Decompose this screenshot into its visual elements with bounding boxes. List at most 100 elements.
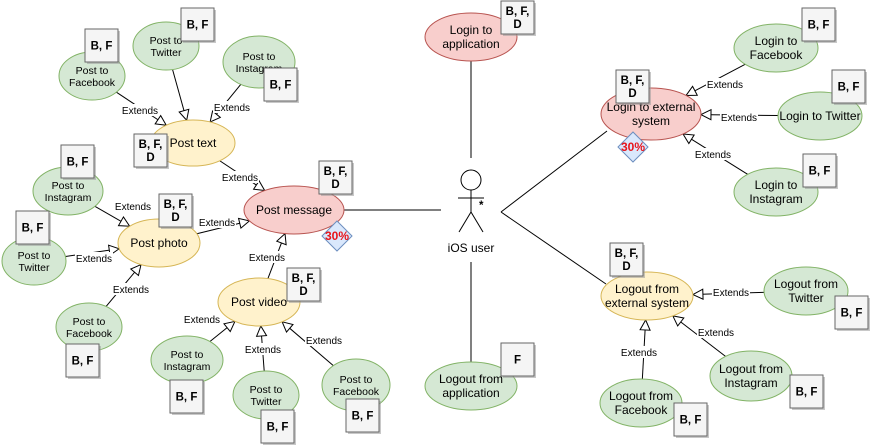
extends-label-bg [620, 346, 658, 358]
platform-tag-box [318, 160, 353, 195]
extends-edge: Extends [183, 313, 236, 342]
use-case-label: Post to [243, 51, 276, 63]
extends-arrowhead-icon [691, 288, 704, 301]
progress-badge-text: 30% [325, 229, 349, 243]
extends-edge: Extends [248, 232, 287, 279]
use-case-ellipse [733, 23, 819, 73]
use-case-post-video[interactable]: Post video [217, 277, 301, 327]
platform-tag-text: D [171, 212, 179, 224]
extends-edge: Extends [281, 321, 343, 366]
extends-edge: Extends [620, 318, 658, 380]
extends-label: Extends [76, 254, 112, 265]
use-case-label: Logout from [439, 372, 503, 386]
extends-label-bg [248, 251, 286, 263]
use-case-ellipse [763, 266, 849, 316]
extends-label: Extends [621, 348, 657, 359]
use-case-label: Twitter [251, 396, 282, 408]
extends-label: Extends [222, 173, 258, 184]
actor-left-leg [458, 211, 472, 233]
platform-tag-text: D [331, 179, 339, 191]
use-case-label: Instagram [724, 376, 777, 390]
platform-tag: B, F [263, 67, 299, 103]
platform-tag-text: B, F, [292, 273, 316, 285]
platform-tag-text: D [628, 88, 636, 100]
platform-tag-box [345, 398, 380, 433]
extends-edge: Extends [671, 315, 735, 357]
use-case-label: Instagram [749, 192, 802, 206]
extends-label-bg [305, 334, 343, 346]
progress-badge-text: 30% [621, 140, 645, 154]
use-case-label: Logout from [719, 362, 783, 376]
platform-tag-text: B, F, [324, 166, 348, 178]
use-case-ellipse [424, 12, 518, 62]
extends-label: Extends [214, 103, 250, 114]
platform-tag: B, F [834, 295, 870, 331]
actor-right-leg [470, 211, 484, 233]
platform-tag-box [169, 379, 204, 414]
platform-tag-text: B, F [267, 422, 289, 434]
use-case-label: Post to [250, 384, 283, 396]
extends-edge: Extends [682, 133, 748, 175]
progress-badges-layer: 30% 30% [321, 131, 649, 252]
extends-edge: Extends [209, 84, 251, 123]
platform-tag-box [158, 193, 193, 228]
platform-tag: B, F [180, 7, 216, 43]
platform-tag: B, F,D [500, 0, 536, 36]
extends-label-bg [712, 286, 750, 298]
extends-label-bg [221, 171, 259, 183]
extends-label: Extends [249, 253, 285, 264]
platform-tag-box [834, 295, 869, 330]
use-case-post-message[interactable]: Post message [243, 185, 345, 235]
extends-arrowhead-icon [281, 321, 294, 334]
platform-tag: B, F [60, 144, 96, 180]
actor-multiplicity: * [479, 200, 484, 212]
platform-tag-text: B, F, [506, 6, 530, 18]
platform-tag: B, F [801, 7, 837, 43]
platform-tag-box [65, 343, 100, 378]
use-case-label: Post message [256, 203, 332, 217]
progress-badge-diamond [321, 220, 353, 252]
use-case-post-photo[interactable]: Post photo [117, 218, 201, 268]
extends-arrowhead-icon [685, 85, 699, 96]
use-case-label: Twitter [788, 291, 823, 305]
platform-tag: B, F [169, 379, 205, 415]
extends-label-bg [198, 216, 236, 228]
extends-arrowhead-icon [252, 179, 266, 192]
platform-tag: B, F,D [318, 160, 354, 196]
platform-tag-text: B, F [187, 20, 209, 32]
use-case-label: Logout from [774, 277, 838, 291]
association-line [500, 211, 607, 285]
use-case-label: Post to [52, 180, 85, 192]
extends-arrowhead-icon [237, 217, 251, 230]
extends-label: Extends [184, 315, 220, 326]
use-case-label: Instagram [45, 192, 92, 204]
platform-tag-text: D [622, 261, 630, 273]
platform-tag: B, F,D [286, 267, 322, 303]
platform-tag-box [260, 409, 295, 444]
extends-edge: Extends [691, 286, 765, 301]
use-case-label: Logout from [609, 389, 673, 403]
platform-tag-text: B, F [796, 387, 818, 399]
platform-tag-box [801, 7, 836, 42]
extends-arrowhead-icon [275, 232, 287, 246]
extends-label-bg [244, 343, 282, 355]
progress-badge-diamond [617, 131, 649, 163]
platform-tag-box [831, 69, 866, 104]
use-case-label: Facebook [69, 77, 116, 89]
extends-label-bg [121, 104, 159, 116]
platform-tag-box [500, 0, 535, 35]
